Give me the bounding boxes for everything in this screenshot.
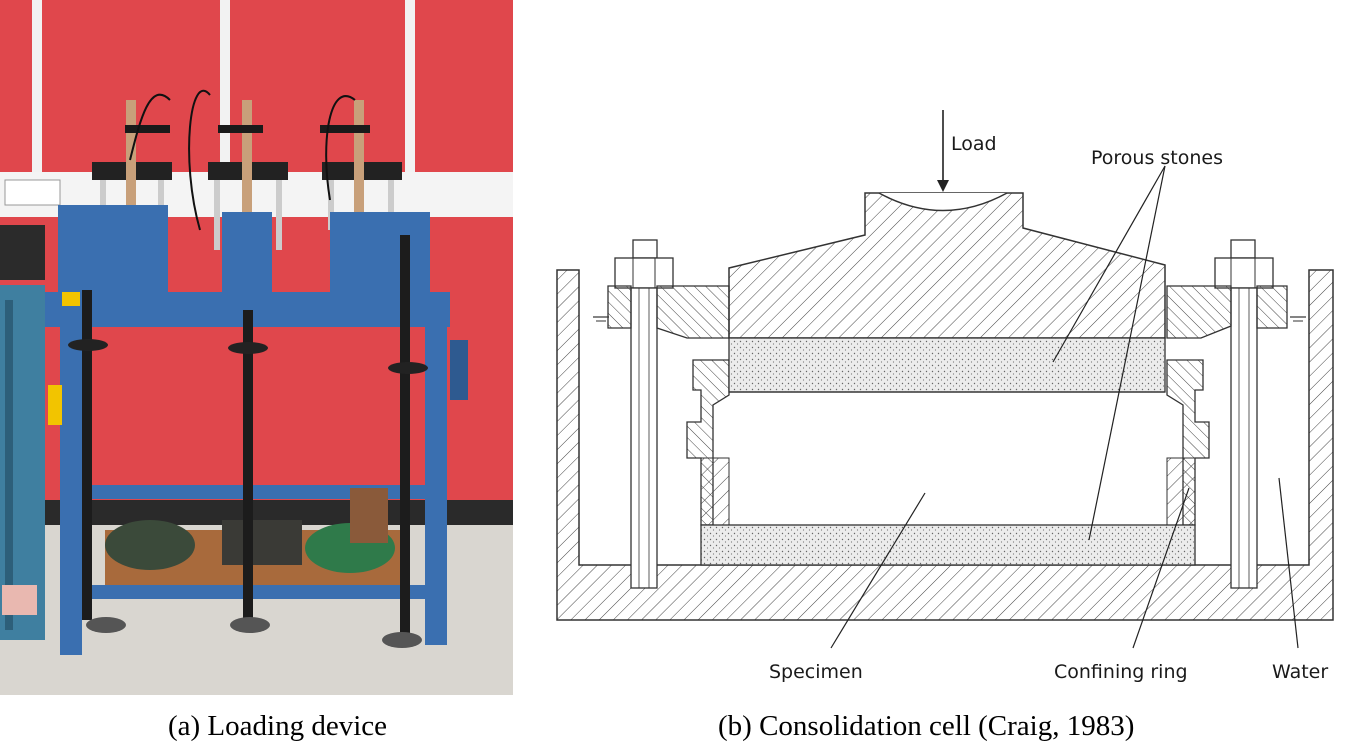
clamp-plate bbox=[656, 285, 730, 339]
confining-ring-right-inner bbox=[1166, 457, 1196, 526]
leader-water bbox=[1278, 477, 1299, 649]
wall-rail bbox=[32, 0, 42, 175]
label-specimen: Specimen bbox=[769, 661, 863, 683]
bench-rail bbox=[80, 585, 430, 599]
leader-specimen bbox=[830, 492, 926, 649]
bench-bracket bbox=[450, 340, 468, 400]
weight-stack bbox=[222, 520, 302, 565]
gauge-arm bbox=[125, 125, 170, 133]
loading-device-photo bbox=[0, 0, 513, 695]
caption-consolidation-cell: (b) Consolidation cell (Craig, 1983) bbox=[718, 710, 1135, 742]
yellow-tag bbox=[48, 385, 62, 425]
gauge-arm bbox=[218, 125, 263, 133]
leader-confining-ring bbox=[1132, 487, 1190, 649]
tie-bolt bbox=[614, 239, 674, 589]
loading-cap bbox=[728, 192, 1166, 339]
yellow-tag bbox=[62, 292, 80, 306]
bench-rail bbox=[80, 485, 430, 499]
confining-ring-right bbox=[1166, 359, 1210, 526]
leader-porous-bottom bbox=[1088, 165, 1166, 541]
porous-stone-bottom bbox=[700, 524, 1196, 566]
consolidation-unit bbox=[322, 100, 430, 648]
caption-loading-device: (a) Loading device bbox=[168, 710, 388, 742]
clamp-plate bbox=[1166, 285, 1232, 339]
tie-bolt bbox=[1214, 239, 1274, 589]
clamp-plate bbox=[607, 285, 632, 329]
weight-stack bbox=[105, 520, 195, 570]
ball-seat bbox=[878, 192, 1008, 212]
socket bbox=[4, 179, 61, 206]
cable bbox=[188, 89, 211, 231]
label-porous-stones: Porous stones bbox=[1091, 147, 1223, 169]
consolidation-cell-diagram: Load Porous stones Specimen Confining ri… bbox=[556, 110, 1334, 683]
pink-block bbox=[2, 585, 37, 615]
porous-stone-top bbox=[728, 337, 1166, 393]
gauge-arm bbox=[320, 125, 370, 133]
wall-rail bbox=[220, 0, 230, 165]
consolidation-unit bbox=[58, 100, 172, 633]
confining-ring-left-inner bbox=[700, 457, 730, 526]
grey-device bbox=[0, 225, 45, 280]
leader-porous-top bbox=[1052, 165, 1166, 363]
label-load: Load bbox=[951, 133, 997, 155]
side-table-leg bbox=[5, 300, 13, 630]
label-water: Water bbox=[1272, 661, 1328, 683]
clamp-plate bbox=[1256, 285, 1288, 329]
cable bbox=[325, 95, 356, 201]
bench-leg bbox=[60, 325, 82, 655]
consolidation-unit bbox=[208, 100, 288, 633]
load-arrow-head bbox=[937, 180, 949, 192]
brass-mould bbox=[350, 488, 388, 543]
label-confining-ring: Confining ring bbox=[1054, 661, 1188, 683]
bench-leg bbox=[425, 325, 447, 645]
cable bbox=[129, 93, 171, 161]
wall-rail bbox=[405, 0, 415, 175]
